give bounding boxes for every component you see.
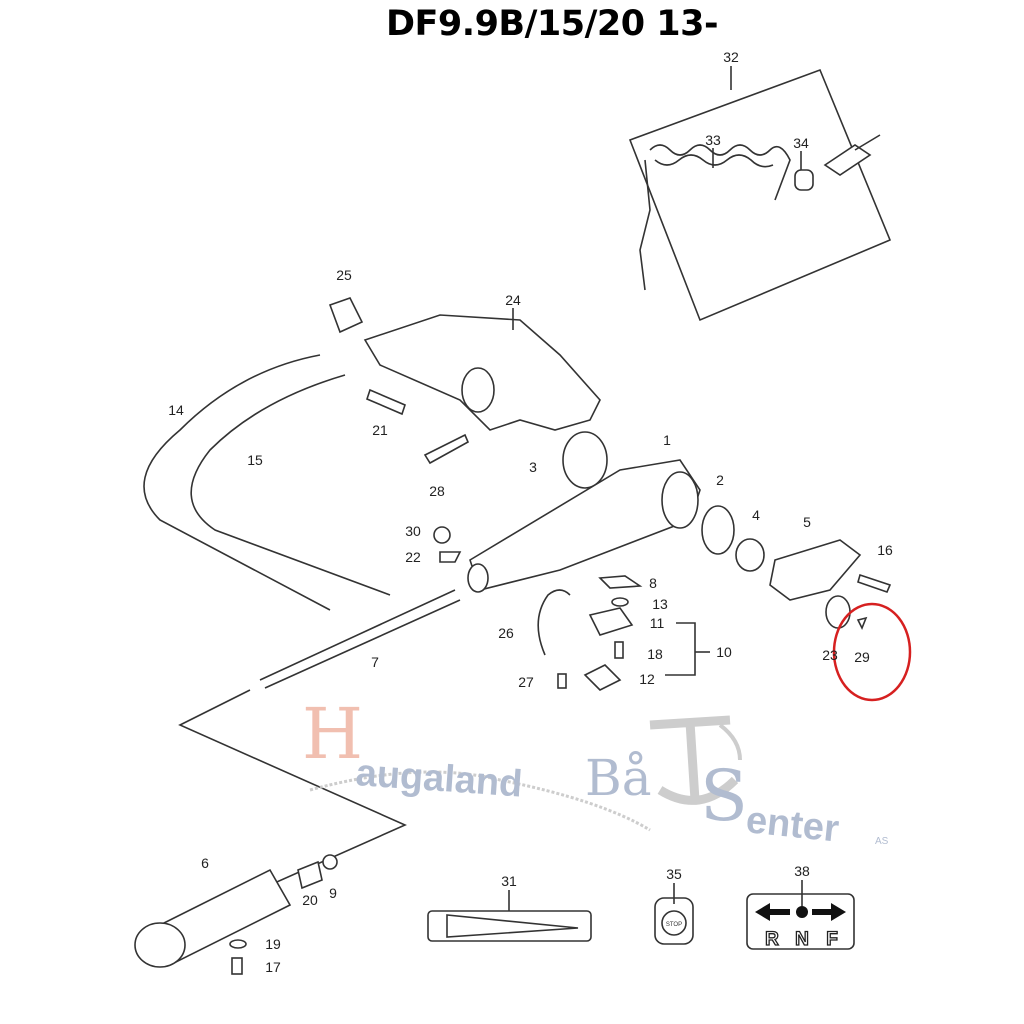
callout-34: 34 (793, 135, 809, 151)
callout-4: 4 (752, 507, 760, 523)
callout-26: 26 (498, 625, 514, 641)
wire-26 (537, 589, 571, 656)
callout-7: 7 (371, 654, 379, 670)
watermark-suffix: AS (875, 836, 889, 847)
callout-35: 35 (666, 866, 682, 882)
part-8 (598, 575, 643, 589)
callout-16: 16 (877, 542, 893, 558)
cable-15 (190, 374, 391, 596)
part-12 (583, 664, 622, 691)
callout-5: 5 (803, 514, 811, 530)
callout-2: 2 (716, 472, 724, 488)
callout-33: 33 (705, 132, 721, 148)
callout-8: 8 (649, 575, 657, 591)
callout-32: 32 (723, 49, 739, 65)
part-29 (856, 616, 868, 630)
reverse-letter: R (765, 929, 779, 950)
page-title: DF9.9B/15/20 13- (385, 4, 719, 44)
callout-1: 1 (663, 432, 671, 448)
stop-decal-35: STOP (654, 883, 694, 945)
lever-5 (769, 539, 862, 601)
callout-13: 13 (652, 596, 668, 612)
shift-decal-38: R N F (746, 880, 855, 951)
neutral-letter: N (795, 929, 809, 950)
callout-11: 11 (650, 615, 665, 631)
callout-23: 23 (822, 647, 838, 663)
callout-9: 9 (329, 885, 337, 901)
callout-20: 20 (302, 892, 318, 908)
callout-3: 3 (529, 459, 537, 475)
callout-31: 31 (501, 873, 517, 889)
bolt-18 (614, 641, 624, 659)
callout-27: 27 (518, 674, 534, 690)
part-25 (328, 297, 364, 334)
part-11 (588, 607, 634, 636)
spring-20 (297, 860, 323, 890)
callout-29: 29 (854, 649, 870, 665)
ring-3 (562, 431, 608, 489)
bushing-4 (735, 538, 765, 572)
part-23 (825, 595, 851, 629)
part-21 (366, 388, 406, 416)
callout-15: 15 (247, 452, 263, 468)
kill-switch-kit-box (628, 66, 892, 322)
decal-31 (427, 890, 592, 942)
watermark-h: H (302, 693, 363, 775)
callout-18: 18 (647, 646, 663, 662)
grip-6 (134, 868, 292, 968)
watermark-text-3: enter (744, 799, 841, 851)
part-30 (433, 526, 451, 544)
washer-2 (701, 505, 735, 555)
bolt-28 (423, 433, 470, 465)
callout-38: 38 (794, 863, 810, 879)
highlight-circle (832, 602, 912, 702)
washer-19 (229, 939, 247, 949)
stop-label: STOP (666, 922, 682, 928)
shaft-7 (259, 589, 461, 689)
tiller-handle-1 (467, 459, 701, 593)
callout-21: 21 (372, 422, 388, 438)
watermark-logo: H augaland Bå S enter AS (302, 693, 889, 851)
watermark-text-1: augaland (354, 752, 523, 806)
cable-14 (143, 354, 331, 611)
part-22 (439, 551, 462, 563)
callout-6: 6 (201, 855, 209, 871)
swivel-bracket (363, 308, 601, 431)
part-9 (322, 854, 338, 870)
callout-12: 12 (639, 671, 655, 687)
watermark-s: S (700, 755, 748, 837)
callout-28: 28 (429, 483, 445, 499)
callout-24: 24 (505, 292, 521, 308)
callout-22: 22 (405, 549, 421, 565)
callout-17: 17 (265, 959, 281, 975)
callout-10: 10 (716, 644, 732, 660)
callout-30: 30 (405, 523, 421, 539)
screw-17 (231, 957, 243, 975)
callout-19: 19 (265, 936, 281, 952)
bolt-16 (857, 573, 892, 593)
callout-14: 14 (168, 402, 184, 418)
part-13 (611, 597, 629, 607)
watermark-text-2: Bå (585, 749, 652, 807)
part-27 (557, 673, 567, 689)
forward-letter: F (826, 929, 838, 950)
callout-25: 25 (336, 267, 352, 283)
